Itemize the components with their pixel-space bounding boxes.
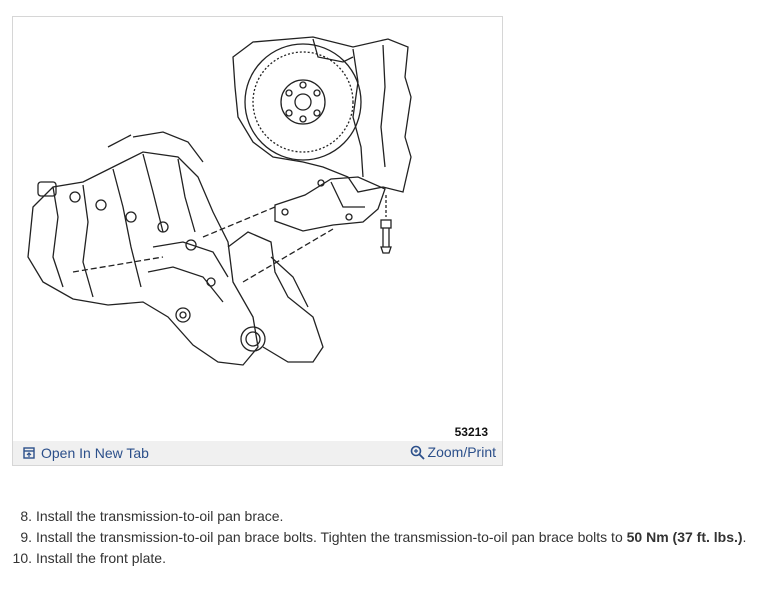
step-number: 8.	[20, 508, 32, 524]
open-in-new-tab-link[interactable]: Open In New Tab	[23, 445, 149, 461]
step-number: 10.	[12, 550, 32, 566]
figure-container: 53213 Open In New Tab Zoom/Print	[12, 16, 503, 466]
torque-spec: 50 Nm (37 ft. lbs.)	[626, 529, 743, 545]
step-text-after: .	[742, 529, 747, 545]
magnifier-icon	[410, 445, 425, 460]
open-in-new-tab-icon	[23, 447, 35, 459]
step-item: 8. Install the transmission-to-oil pan b…	[10, 506, 746, 527]
figure-number: 53213	[454, 425, 488, 439]
zoom-print-link[interactable]: Zoom/Print	[410, 444, 496, 460]
step-text-before: Install the transmission-to-oil pan brac…	[36, 529, 627, 545]
instruction-steps: 8. Install the transmission-to-oil pan b…	[10, 506, 747, 569]
figure-toolbar: Open In New Tab Zoom/Print	[13, 441, 502, 465]
step-text: Install the transmission-to-oil pan brac…	[36, 527, 746, 548]
step-text: Install the front plate.	[36, 550, 166, 566]
step-text: Install the transmission-to-oil pan brac…	[36, 508, 284, 524]
transmission-diagram	[27, 36, 412, 366]
step-number: 9.	[20, 529, 32, 545]
zoom-print-label: Zoom/Print	[427, 444, 496, 460]
step-item: 9. Install the transmission-to-oil pan b…	[10, 527, 746, 548]
step-item: 10. Install the front plate.	[10, 548, 746, 569]
open-in-new-tab-label: Open In New Tab	[41, 445, 149, 461]
